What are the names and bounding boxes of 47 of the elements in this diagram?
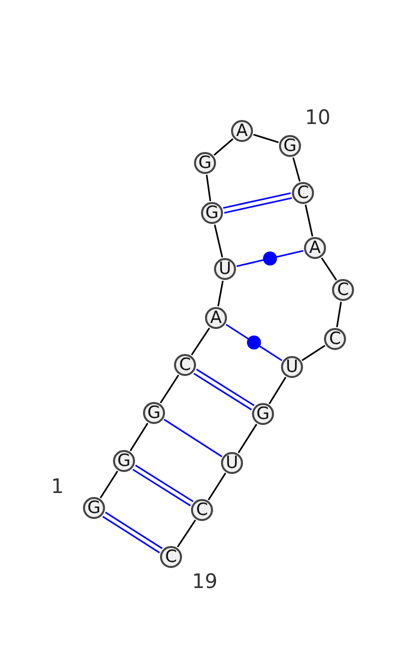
backbone-line — [130, 422, 148, 452]
base-pair-line — [164, 418, 222, 458]
backbone-line — [176, 520, 196, 548]
backbone-line — [190, 328, 210, 356]
nucleotide-circle: A — [231, 120, 253, 142]
nucleotide-circle: C — [324, 328, 346, 350]
nucleotide-circle: G — [83, 497, 105, 519]
nucleotide-circle: C — [160, 546, 182, 568]
nucleotide-circle: U — [214, 258, 236, 280]
base-pair-line — [236, 250, 304, 268]
backbone-line — [292, 157, 301, 182]
nucleotide-circle: G — [113, 450, 135, 472]
backbone-line — [214, 224, 224, 258]
backbone-line — [304, 204, 314, 236]
backbone-line — [208, 472, 226, 500]
nucleotide-circle: G — [194, 152, 216, 174]
nucleotide-circle: G — [143, 402, 165, 424]
base-pair-line — [222, 192, 293, 214]
backbone-line — [253, 134, 279, 144]
nucleotide-circle: G — [201, 202, 223, 224]
backbone-line — [160, 374, 180, 404]
position-number: 10 — [305, 107, 330, 127]
nucleotide-circle: A — [205, 307, 227, 329]
nucleotide-circle: C — [174, 354, 196, 376]
backbone-line — [238, 424, 258, 454]
base-pair-line — [132, 464, 194, 507]
backbone-line — [320, 258, 338, 280]
backbone-line — [214, 138, 234, 156]
nucleotide-circle: C — [292, 182, 314, 204]
backbone-line — [268, 376, 286, 404]
base-pair-line — [193, 368, 255, 411]
backbone-line — [336, 302, 342, 328]
nucleotide-circle: G — [279, 135, 301, 157]
nucleotide-circle: U — [281, 356, 303, 378]
position-number: 1 — [51, 476, 64, 496]
backbone-line — [302, 344, 326, 362]
backbone-line — [217, 280, 224, 306]
base-pair-line — [226, 324, 282, 362]
backbone-line — [206, 174, 212, 202]
nucleotide-circle: G — [252, 403, 274, 425]
nucleotide-circle: C — [191, 499, 213, 521]
base-pair-line — [102, 512, 164, 554]
nucleotide-circle: C — [332, 279, 354, 301]
backbone-line — [100, 470, 118, 498]
position-number: 19 — [192, 571, 218, 591]
nucleotide-circle: U — [221, 452, 243, 474]
nucleotide-circle: A — [304, 237, 326, 259]
